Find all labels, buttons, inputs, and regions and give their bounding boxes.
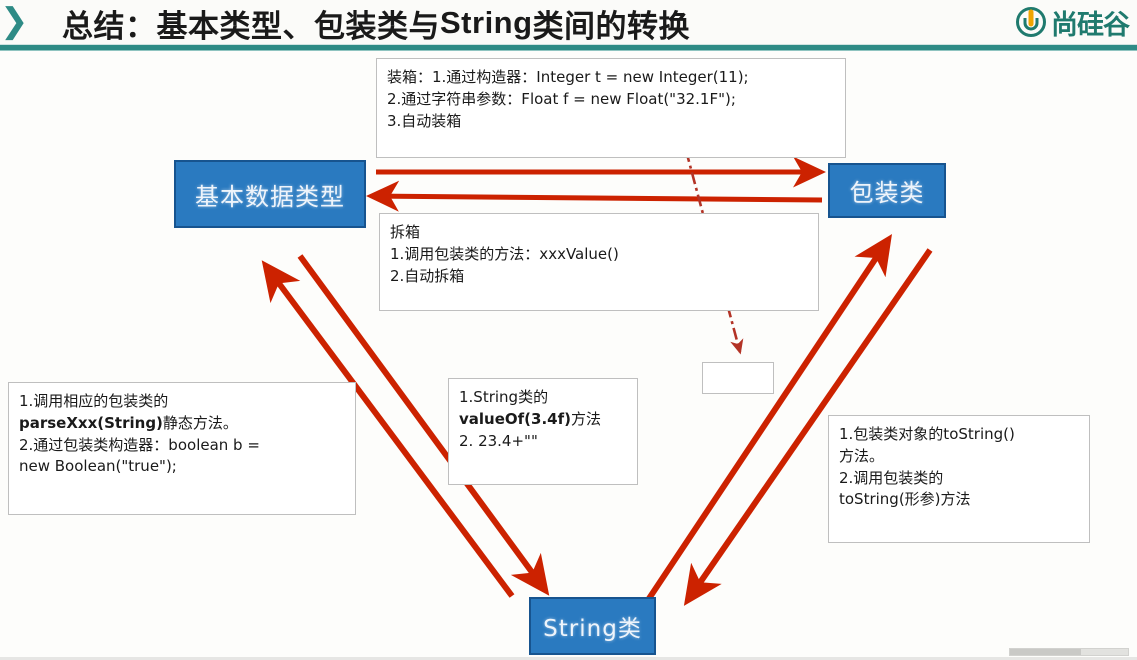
callout-tostring-line-2: 方法。	[839, 446, 885, 465]
progress-bar-fill	[1010, 649, 1081, 655]
callout-unboxing-line-3: 2.自动拆箱	[390, 266, 465, 285]
arrow-wrapper-to-primitive	[366, 180, 823, 212]
chevron-right-icon: ❯	[0, 2, 29, 40]
callout-unboxing: 拆箱 1.调用包装类的方法：xxxValue() 2.自动拆箱	[379, 213, 819, 311]
callout-valueof-line-2: valueOf(3.4f)方法	[459, 409, 627, 431]
callout-empty-placeholder	[702, 362, 774, 394]
bottom-divider	[0, 657, 1137, 660]
node-string-class[interactable]: String类	[529, 597, 656, 655]
progress-bar[interactable]	[1009, 648, 1129, 656]
header-divider	[0, 44, 1137, 51]
node-primitive-type[interactable]: 基本数据类型	[174, 160, 366, 228]
callout-boxing-line-2: 2.通过字符串参数：Float f = new Float("32.1F");	[387, 89, 736, 108]
callout-primitive-to-string: 1.String类的 valueOf(3.4f)方法 2. 23.4+""	[448, 378, 638, 485]
callout-valueof-line-2-rest: 方法	[570, 409, 601, 428]
callout-boxing-line-3: 3.自动装箱	[387, 111, 462, 130]
callout-parse-line-2-rest: 静态方法。	[162, 413, 238, 432]
brand-logo: 尚硅谷	[1016, 2, 1130, 42]
callout-valueof-method: valueOf(3.4f)	[459, 409, 571, 428]
callout-string-to-primitive: 1.调用相应的包装类的 parseXxx(String)静态方法。 2.通过包装…	[8, 382, 356, 515]
u-logo-icon	[1016, 7, 1046, 37]
callout-tostring-line-4: toString(形参)方法	[839, 490, 971, 509]
page-title-prefix: 总结：基本类型、包装类与	[62, 8, 440, 45]
callout-tostring-line-1: 1.包装类对象的toString()	[839, 425, 1015, 443]
callout-boxing: 装箱：1.通过构造器：Integer t = new Integer(11); …	[376, 58, 846, 158]
page-title-suffix: 类间的转换	[532, 8, 691, 45]
callout-parse-method: parseXxx(String)	[19, 413, 163, 432]
callout-boxing-line-1: 装箱：1.通过构造器：Integer t = new Integer(11);	[387, 68, 749, 86]
node-wrapper-class[interactable]: 包装类	[828, 163, 946, 218]
callout-parse-line-4: new Boolean("true");	[19, 457, 177, 476]
page-title-code: String	[440, 5, 533, 40]
callout-parse-line-2: parseXxx(String)静态方法。	[19, 413, 345, 435]
callout-unboxing-line-1: 拆箱	[390, 223, 421, 241]
callout-parse-line-3: 2.通过包装类构造器：boolean b =	[19, 435, 260, 454]
callout-parse-line-1: 1.调用相应的包装类的	[19, 392, 169, 410]
callout-valueof-line-3: 2. 23.4+""	[459, 431, 538, 450]
callout-tostring-line-3: 2.调用包装类的	[839, 468, 944, 487]
callout-valueof-line-1: 1.String类的	[459, 388, 549, 406]
callout-wrapper-to-string: 1.包装类对象的toString() 方法。 2.调用包装类的 toString…	[828, 415, 1090, 543]
brand-logo-text: 尚硅谷	[1051, 9, 1130, 41]
callout-unboxing-line-2: 1.调用包装类的方法：xxxValue()	[390, 244, 619, 263]
